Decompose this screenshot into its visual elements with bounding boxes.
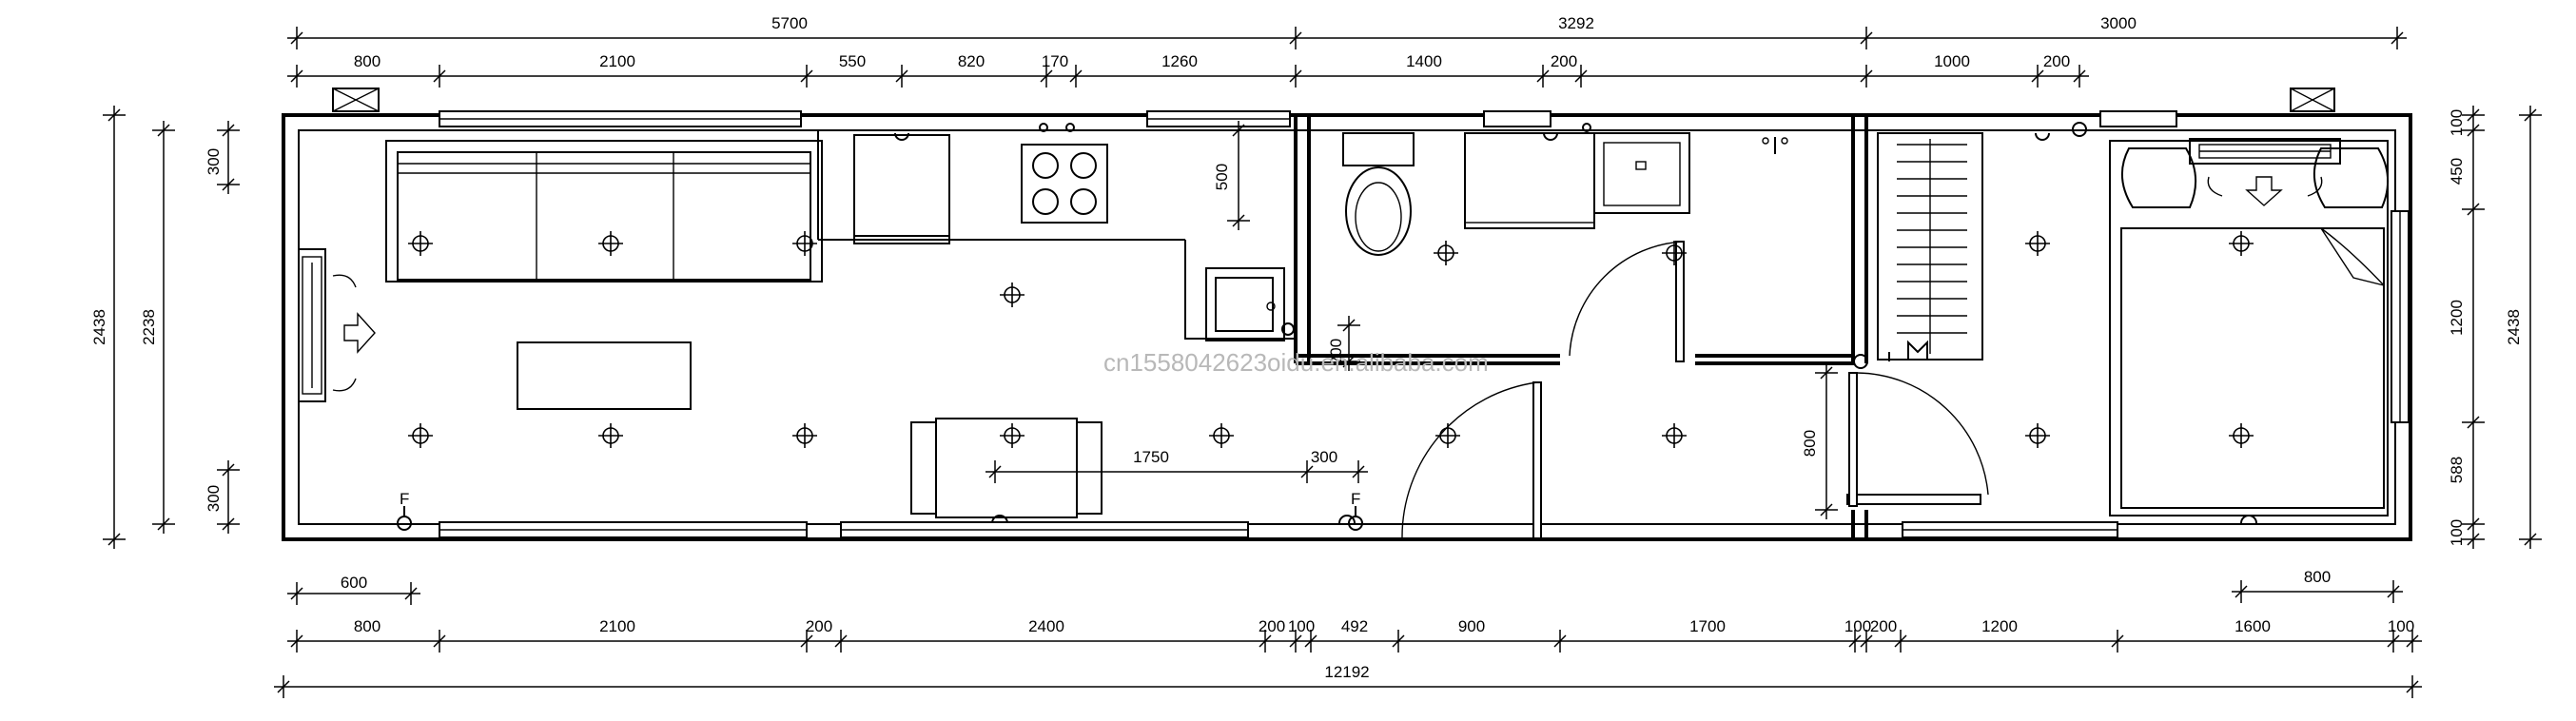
fridge xyxy=(853,134,950,244)
dimension-lines xyxy=(103,27,2542,698)
ceiling-light-icon xyxy=(2025,231,2050,256)
sockets: F F xyxy=(397,122,2257,531)
ceiling-light-icon xyxy=(1000,283,1025,307)
shower-tray xyxy=(1464,132,1595,229)
dim-top-detail-10: 200 xyxy=(2043,52,2070,70)
ceiling-light-icon xyxy=(1209,423,1234,448)
dim-inner-200: 200 xyxy=(1327,339,1345,365)
dim-bottom-r2-9: 1700 xyxy=(1689,617,1726,635)
dim-inner-800: 800 xyxy=(1801,430,1819,457)
wardrobe xyxy=(1877,132,1983,360)
dim-bottom-r2-10: 100 xyxy=(1844,617,1871,635)
dim-right-6: 100 xyxy=(2448,519,2466,546)
ceiling-light-icon xyxy=(2025,423,2050,448)
dim-bottom-r2-6: 100 xyxy=(1288,617,1315,635)
dim-right-5: 588 xyxy=(2448,457,2466,483)
dim-bottom-total: 12192 xyxy=(1324,663,1369,681)
dim-bottom-r2-2: 2100 xyxy=(599,617,635,635)
dim-right-4: 2438 xyxy=(2505,309,2523,345)
dim-bottom-r1-1: 600 xyxy=(341,574,367,592)
dim-bottom-r1-3: 300 xyxy=(1311,448,1337,466)
dim-bottom-r2-7: 492 xyxy=(1341,617,1368,635)
socket-f-label-2: F xyxy=(1351,490,1360,508)
dim-left-top-300: 300 xyxy=(205,148,223,175)
bed xyxy=(2109,140,2390,516)
wash-basin xyxy=(1593,132,1690,214)
sofa xyxy=(385,140,823,283)
ceiling-light-icon xyxy=(2229,231,2254,256)
dim-top-overall-2: 3292 xyxy=(1558,14,1594,32)
ceiling-lights xyxy=(408,231,2254,448)
dim-bottom-r2-11: 200 xyxy=(1870,617,1897,635)
dim-left-inner: 2238 xyxy=(140,309,158,345)
dim-top-detail-3: 550 xyxy=(839,52,866,70)
dim-top-detail-6: 1260 xyxy=(1161,52,1198,70)
vent-icons xyxy=(332,88,2335,112)
dining-set xyxy=(910,418,1103,518)
air-conditioner-icon xyxy=(298,248,376,402)
dim-bottom-r2-4: 2400 xyxy=(1028,617,1064,635)
dim-bottom-r2-8: 900 xyxy=(1458,617,1485,635)
ceiling-light-icon xyxy=(1435,423,1460,448)
dim-left-outer: 2438 xyxy=(90,309,108,345)
ceiling-light-icon xyxy=(1662,423,1687,448)
dim-top-detail-4: 820 xyxy=(958,52,985,70)
socket-f-label: F xyxy=(400,490,409,508)
dim-bottom-r1-4: 800 xyxy=(2304,568,2331,586)
dim-inner-500: 500 xyxy=(1213,164,1231,190)
ceiling-light-icon xyxy=(408,231,433,256)
dim-top-detail-7: 1400 xyxy=(1406,52,1442,70)
dim-right-1: 100 xyxy=(2448,109,2466,136)
dim-top-overall-1: 5700 xyxy=(771,14,808,32)
dim-bottom-r2-1: 800 xyxy=(354,617,381,635)
windows xyxy=(439,110,2410,538)
bedroom-air-conditioner-icon xyxy=(2189,138,2341,206)
ceiling-light-icon xyxy=(2229,423,2254,448)
dim-top-detail-2: 2100 xyxy=(599,52,635,70)
dim-right-2: 450 xyxy=(2448,158,2466,185)
ceiling-light-icon xyxy=(792,423,817,448)
ceiling-light-icon xyxy=(598,231,623,256)
dim-bottom-r2-5: 200 xyxy=(1259,617,1285,635)
dim-bottom-r2-13: 1600 xyxy=(2234,617,2271,635)
dim-left-bottom-300: 300 xyxy=(205,485,223,512)
dim-bottom-r2-14: 100 xyxy=(2388,617,2414,635)
dim-bottom-r2-3: 200 xyxy=(806,617,832,635)
cooktop xyxy=(1021,144,1108,224)
ceiling-light-icon xyxy=(598,423,623,448)
dim-bottom-r1-2: 1750 xyxy=(1133,448,1169,466)
toilet xyxy=(1342,132,1415,256)
dim-right-3: 1200 xyxy=(2448,300,2466,336)
shower-tap-icon xyxy=(1762,137,1788,154)
dim-top-detail-9: 1000 xyxy=(1934,52,1970,70)
ceiling-light-icon xyxy=(408,423,433,448)
dim-top-detail-5: 170 xyxy=(1042,52,1068,70)
dim-top-detail-8: 200 xyxy=(1551,52,1577,70)
ceiling-light-icon xyxy=(1662,241,1687,265)
coffee-table xyxy=(517,341,692,410)
ceiling-light-icon xyxy=(1434,241,1458,265)
ceiling-light-icon xyxy=(792,231,817,256)
dim-top-detail-1: 800 xyxy=(354,52,381,70)
dim-bottom-r2-12: 1200 xyxy=(1981,617,2018,635)
kitchen-sink xyxy=(1205,267,1285,341)
dim-top-overall-3: 3000 xyxy=(2100,14,2137,32)
partitions xyxy=(817,115,1868,539)
watermark: cn1558042623oidu.en.alibaba.com xyxy=(1103,348,1489,377)
doors xyxy=(1401,241,1989,539)
ceiling-light-icon xyxy=(1000,423,1025,448)
